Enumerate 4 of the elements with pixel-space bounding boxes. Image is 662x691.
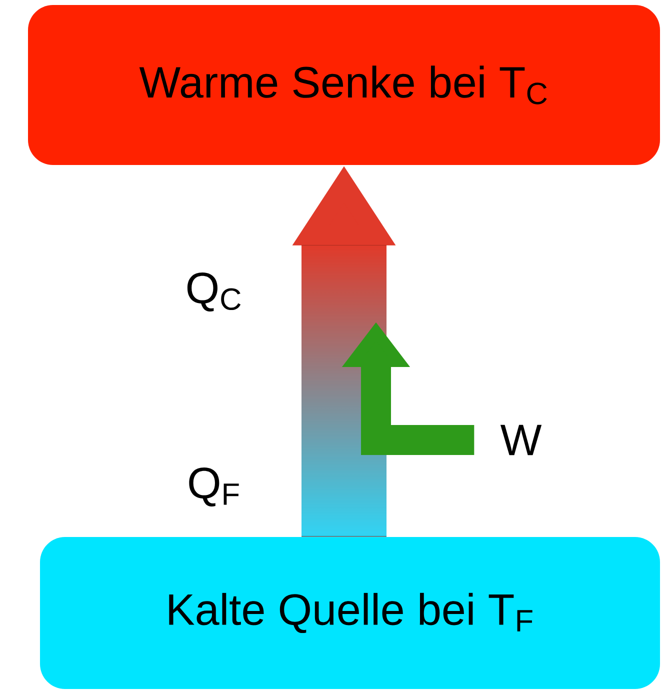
heat-label: Q$_{C}$ bbox=[187, 272, 241, 312]
sink-box: Warme Senke bei T$_{C}$ bbox=[28, 5, 660, 165]
source-box: Kalte Quelle bei T$_{F}$ bbox=[40, 537, 660, 689]
node-label: W bbox=[500, 424, 542, 456]
